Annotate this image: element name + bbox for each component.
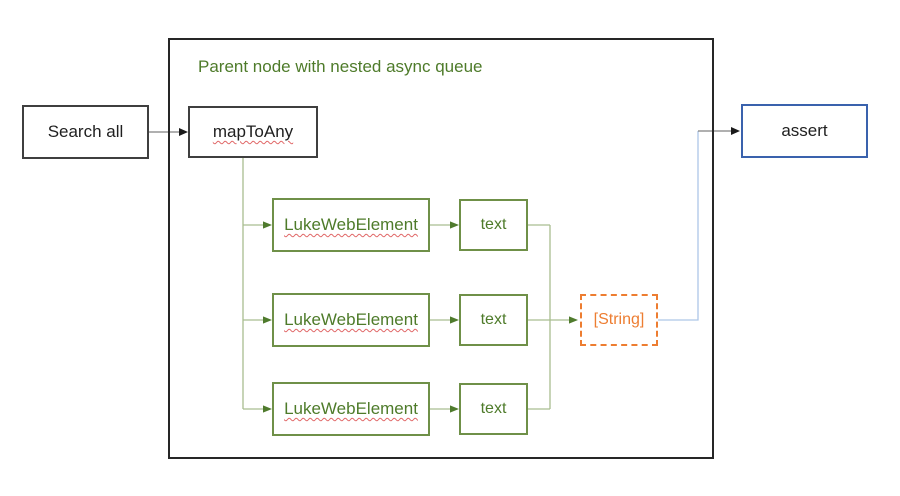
node-assert-label: assert xyxy=(781,121,828,140)
node-lukewebelement-3-label: LukeWebElement xyxy=(284,399,418,418)
connector-maptoany-fanout xyxy=(242,158,264,410)
node-lukewebelement-1: LukeWebElement xyxy=(272,198,430,252)
connector-text-merge xyxy=(528,224,570,410)
arrowhead-search-to-maptoany xyxy=(179,128,188,136)
parent-node-container: Parent node with nested async queue xyxy=(168,38,714,459)
container-title: Parent node with nested async queue xyxy=(198,57,483,76)
node-maptoany-label: mapToAny xyxy=(212,122,294,141)
node-text-3-label: text xyxy=(480,400,507,417)
arrowhead-into-assert xyxy=(731,127,740,135)
node-lukewebelement-3: LukeWebElement xyxy=(272,382,430,436)
arrowhead-text-3 xyxy=(450,405,459,413)
arrowhead-branch-2 xyxy=(263,316,272,324)
node-text-3: text xyxy=(459,383,528,435)
arrowhead-branch-3 xyxy=(263,405,272,413)
node-text-1-label: text xyxy=(480,216,507,233)
connector-element-to-text xyxy=(430,224,451,410)
connector-string-to-assert xyxy=(658,131,699,321)
node-text-2: text xyxy=(459,294,528,346)
node-string: [String] xyxy=(580,294,658,346)
node-assert: assert xyxy=(741,104,868,158)
node-string-label: [String] xyxy=(593,311,645,328)
arrowhead-text-1 xyxy=(450,221,459,229)
node-lukewebelement-2: LukeWebElement xyxy=(272,293,430,347)
node-search-all-label: Search all xyxy=(47,122,124,141)
node-search-all: Search all xyxy=(22,105,149,159)
arrowhead-branch-1 xyxy=(263,221,272,229)
node-text-1: text xyxy=(459,199,528,251)
node-lukewebelement-1-label: LukeWebElement xyxy=(284,215,418,234)
node-lukewebelement-2-label: LukeWebElement xyxy=(284,310,418,329)
arrowhead-text-2 xyxy=(450,316,459,324)
arrowhead-into-string xyxy=(569,316,578,324)
node-maptoany: mapToAny xyxy=(188,106,318,158)
node-text-2-label: text xyxy=(480,311,507,328)
